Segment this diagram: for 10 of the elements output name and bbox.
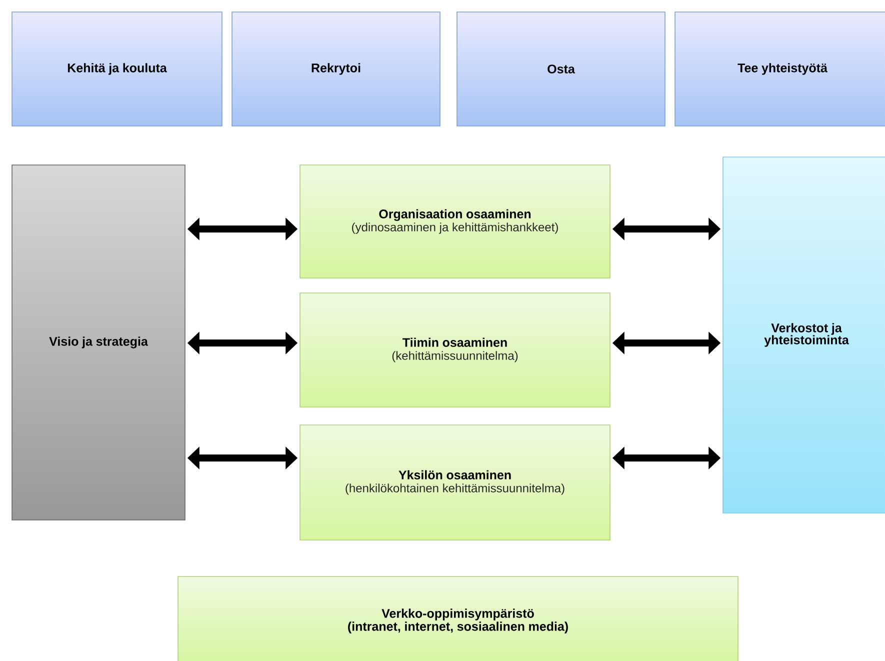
competence-box: Organisaation osaaminen (ydinosaaminen ja kehittämishankkeet) (300, 164, 610, 278)
action-box: Rekrytoi (232, 12, 440, 126)
network-box: Verkostot ja yhteistoiminta (722, 156, 885, 514)
competence-box: Tiimin osaaminen (kehittämissuunnitelma) (300, 292, 610, 408)
action-box: Tee yhteistyötä (674, 12, 885, 126)
competence-box: Yksilön osaaminen (henkilökohtainen kehittämissuunnitelma) (300, 424, 610, 540)
competence-box: Verkko-oppimisympäristö (intranet, internet, sosiaalinen media) (178, 576, 738, 661)
action-box: Osta (456, 12, 666, 126)
strategy-box: Visio ja strategia (12, 164, 186, 520)
action-box: Kehitä ja kouluta (12, 12, 222, 126)
